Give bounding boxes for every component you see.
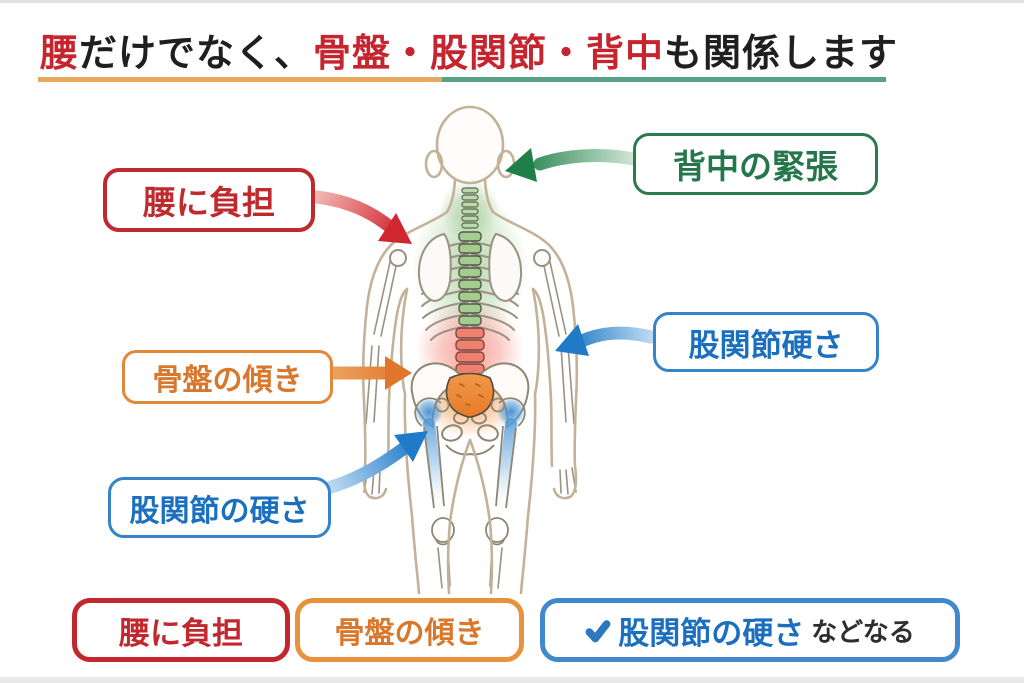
sacrum-highlight: [445, 372, 495, 418]
callout-low-back-burden-label: 腰に負担: [143, 183, 275, 222]
summary-box-pelvic-tilt-label: 骨盤の傾き: [334, 616, 485, 651]
title-underline-orange: [38, 77, 442, 82]
callout-back-tension: 背中の緊張: [633, 133, 878, 195]
red-arrow: [310, 190, 412, 244]
title-segment-red-2: 骨盤・股関節・背中: [313, 31, 665, 75]
cervical-spine: [461, 187, 479, 229]
summary-box-low-back-label: 腰に負担: [119, 615, 243, 652]
callout-low-back-burden: 腰に負担: [103, 168, 315, 232]
summary-box-pelvic-tilt: 骨盤の傾き: [295, 598, 524, 662]
summary-box-low-back: 腰に負担: [72, 598, 290, 662]
summary-box-hip-stiffness-suffix: などなる: [811, 617, 915, 648]
callout-pelvic-tilt-label: 骨盤の傾き: [152, 363, 303, 398]
blue-arrow-right: [555, 324, 658, 356]
green-arrow: [505, 148, 640, 182]
thoracic-spine-green: [458, 231, 482, 326]
callout-pelvic-tilt: 骨盤の傾き: [122, 350, 333, 404]
bottom-edge-strip: [0, 677, 1024, 683]
femur-highlight-right: [485, 397, 526, 546]
callout-hip-joint-stiffness-alt-label: 股関節の硬さ: [129, 493, 310, 529]
body-outline: [361, 105, 579, 595]
summary-box-hip-stiffness: 股関節の硬さ などなる: [540, 598, 960, 662]
page-title: 腰だけでなく、骨盤・股関節・背中も関係します: [40, 22, 898, 77]
top-edge-strip: [0, 0, 1024, 3]
callout-back-tension-label: 背中の緊張: [673, 147, 838, 186]
orange-arrow: [327, 356, 412, 390]
title-underline-green: [442, 77, 886, 82]
femur-highlight-left: [414, 397, 455, 546]
title-segment-red-1: 腰: [40, 31, 80, 75]
callout-hip-joint-stiffness-alt: 股関節の硬さ: [108, 477, 331, 538]
title-underline: [38, 77, 886, 82]
check-icon: [585, 620, 611, 643]
callout-hip-joint-stiffness-label: 股関節硬さ: [688, 327, 844, 364]
title-segment-black-2: も関係します: [664, 31, 899, 75]
title-segment-black-1: だけでなく、: [79, 31, 314, 75]
blue-arrow-lower-left: [324, 431, 428, 494]
skeleton: [363, 232, 577, 589]
callout-hip-joint-stiffness: 股関節硬さ: [653, 312, 879, 372]
summary-box-hip-stiffness-label: 股関節の硬さ: [618, 615, 805, 652]
